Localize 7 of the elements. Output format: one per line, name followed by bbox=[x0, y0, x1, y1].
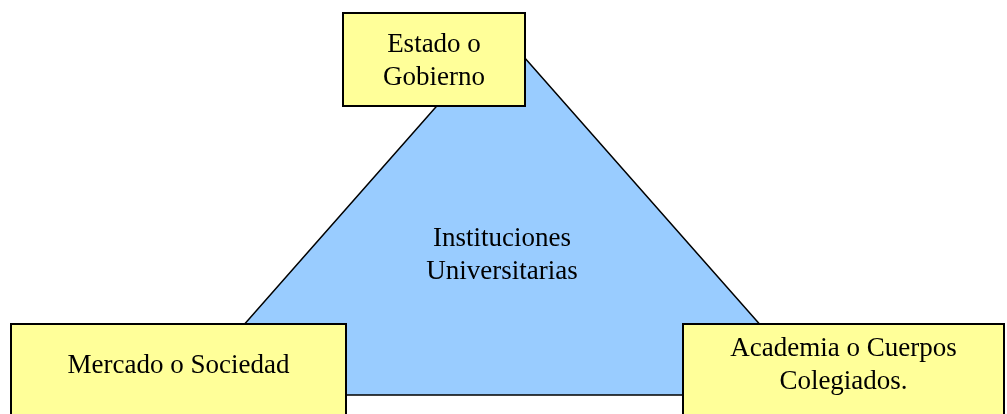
node-label: Instituciones Universitarias bbox=[425, 221, 579, 287]
node-label: Mercado o Sociedad bbox=[67, 347, 290, 381]
rectangle-box bbox=[10, 323, 347, 414]
node-label: Estado o Gobierno bbox=[382, 26, 486, 93]
rectangle-box bbox=[342, 12, 526, 107]
rectangle-box bbox=[682, 323, 1005, 414]
node-label: Academia o Cuerpos Colegiados. bbox=[729, 331, 958, 397]
